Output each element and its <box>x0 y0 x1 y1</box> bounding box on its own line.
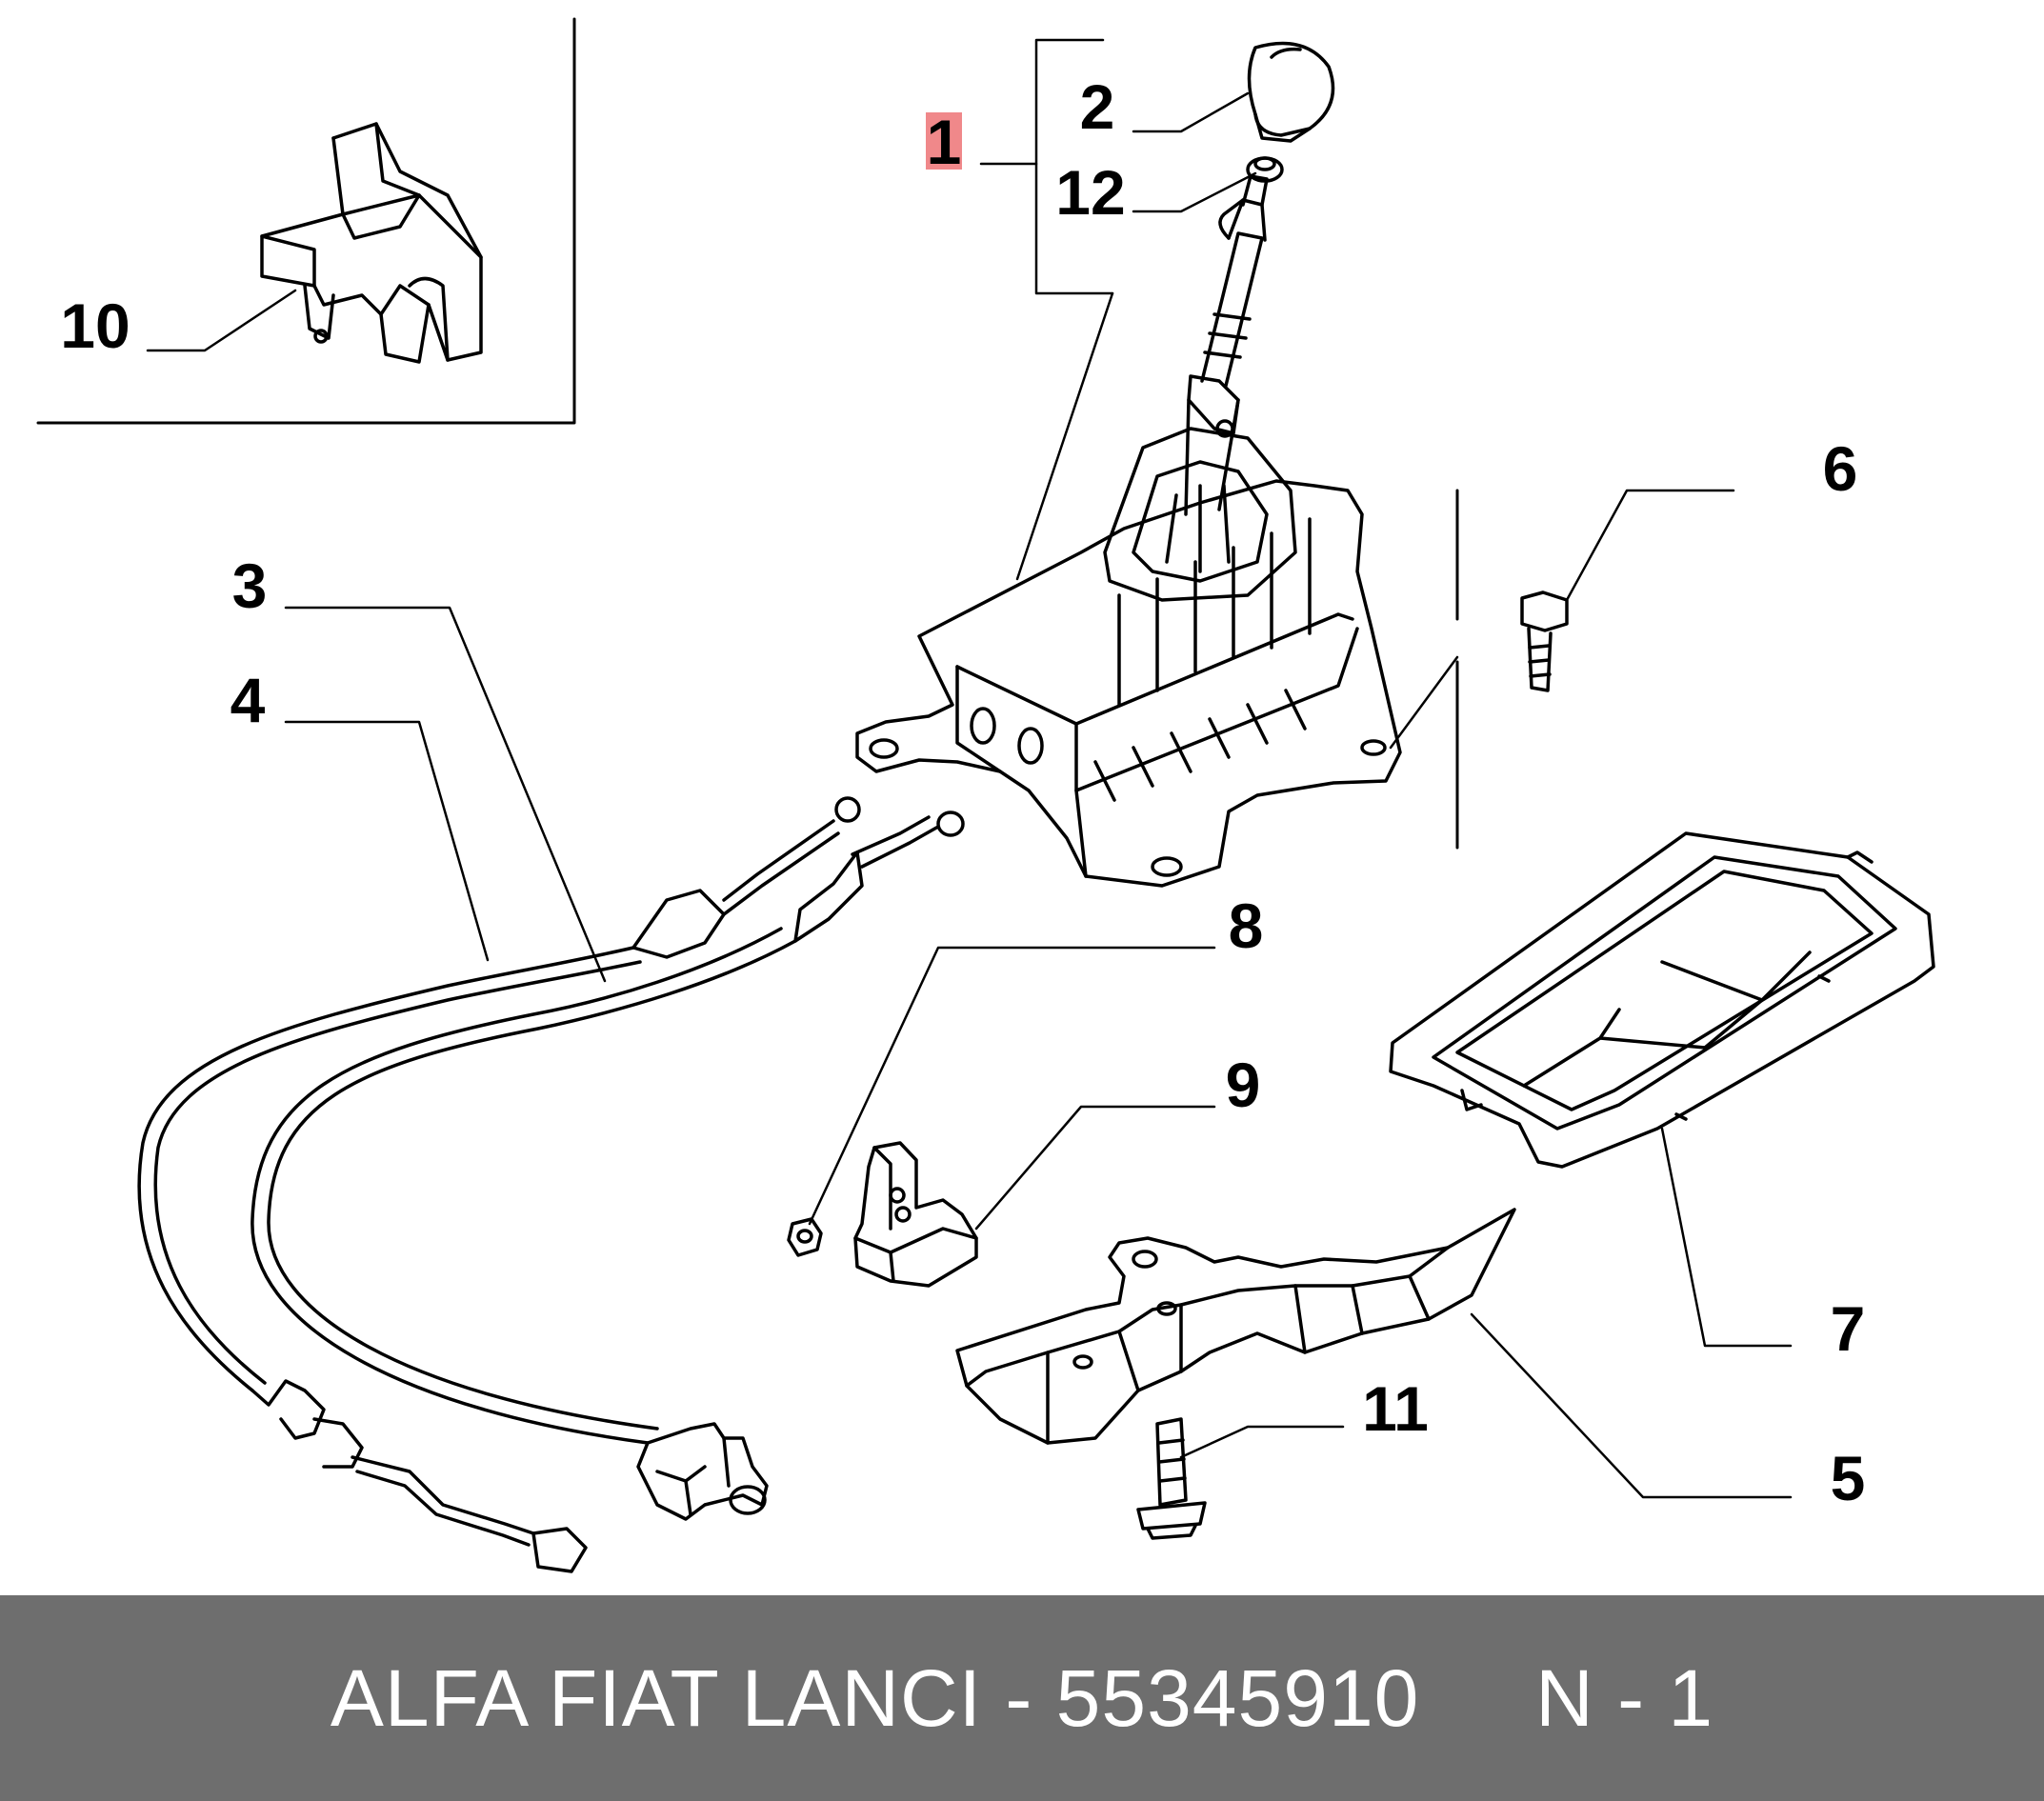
callout-1-highlight <box>926 112 962 170</box>
callout-4[interactable]: 4 <box>230 665 266 735</box>
part-5-heat-shield <box>955 1208 1516 1445</box>
part-7-cover <box>1389 831 1935 1169</box>
footer-bar: ALFA FIAT LANCI - 55345910 N - 1 <box>0 1595 2044 1801</box>
part-8-nut <box>787 1217 823 1257</box>
part-9-bracket <box>853 1141 978 1288</box>
callout-10[interactable]: 10 <box>60 290 130 361</box>
part-10-cable-clip <box>260 122 483 364</box>
callout-12[interactable]: 12 <box>1055 157 1125 228</box>
part-3-4-shift-cables <box>137 796 965 1573</box>
part-2-shift-knob <box>1247 41 1335 143</box>
leader-lines <box>146 38 1793 1499</box>
callout-3[interactable]: 3 <box>232 550 268 621</box>
shift-lever-shaft <box>1184 174 1269 516</box>
callout-2[interactable]: 2 <box>1080 71 1115 142</box>
callout-1[interactable]: 1 <box>927 107 962 177</box>
callout-9[interactable]: 9 <box>1226 1050 1261 1120</box>
callout-11[interactable]: 11 <box>1362 1373 1429 1444</box>
inset-frame <box>36 17 576 425</box>
callout-8[interactable]: 8 <box>1229 890 1264 961</box>
callout-7[interactable]: 7 <box>1831 1293 1866 1364</box>
part-6-bolt <box>1520 590 1569 692</box>
exploded-parts-diagram: 1 2 12 10 6 3 4 8 9 7 11 5 <box>36 17 1935 1573</box>
part-number-caption: ALFA FIAT LANCI - 55345910 N - 1 <box>330 1652 1714 1743</box>
part-12-ring <box>1246 156 1284 183</box>
part-11-bolt <box>1136 1417 1207 1540</box>
callout-5[interactable]: 5 <box>1831 1443 1866 1513</box>
callout-6[interactable]: 6 <box>1823 433 1858 504</box>
part-1-shift-assembly <box>855 427 1402 888</box>
